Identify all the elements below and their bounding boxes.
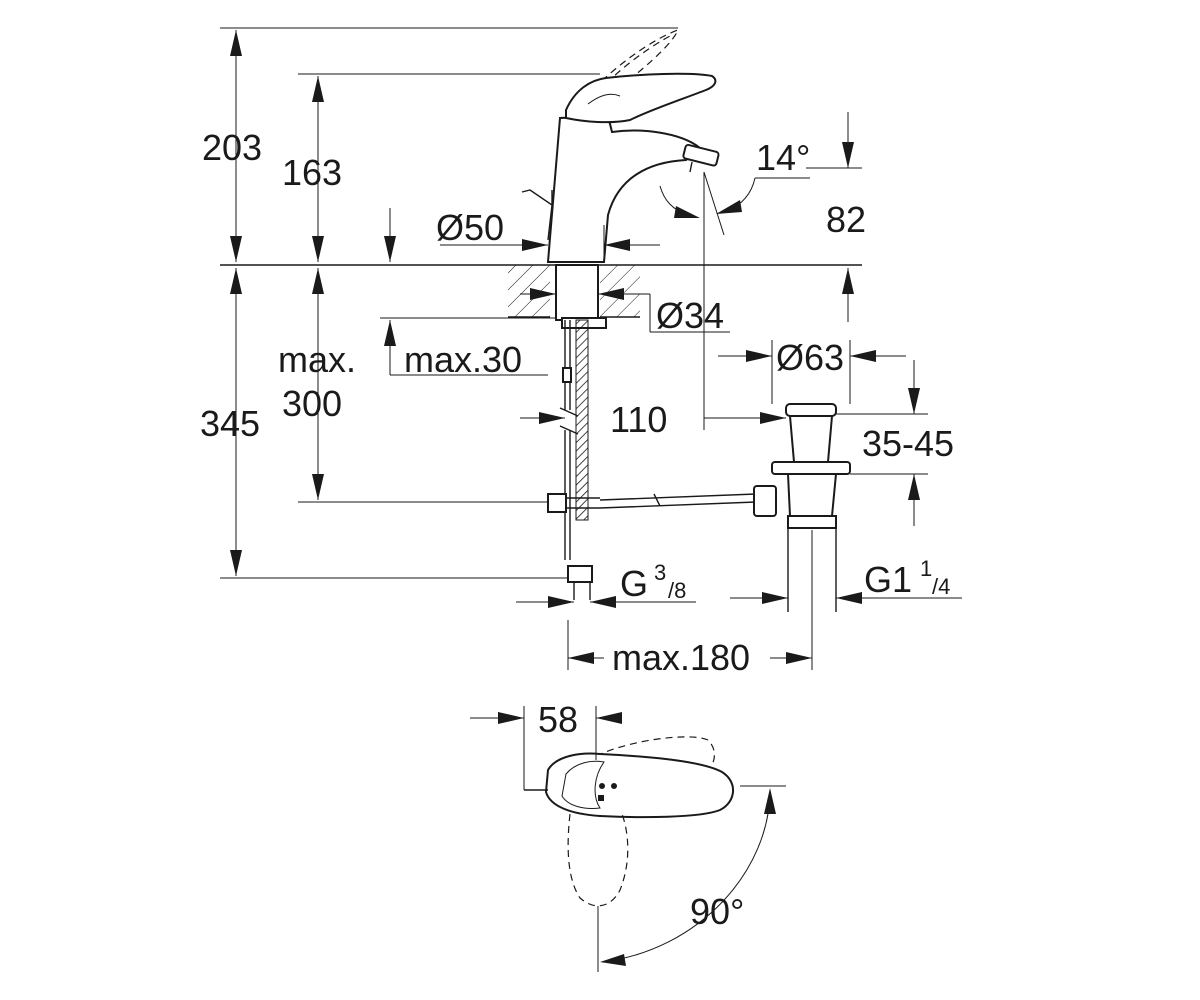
label-thread-g-sup: 3 [654, 560, 666, 585]
faucet-top-body [544, 752, 734, 819]
faucet-lever [565, 72, 717, 124]
label-diam-63: Ø63 [776, 337, 844, 378]
label-diam-34: Ø34 [656, 295, 724, 336]
label-thread-g: G [620, 563, 648, 604]
label-angle-14: 14° [756, 137, 810, 178]
label-angle-90: 90° [690, 891, 744, 932]
label-58: 58 [538, 699, 578, 740]
connector-nut [567, 565, 593, 583]
lever-swung-ghost [567, 813, 629, 907]
top-view [470, 706, 786, 972]
label-thread-g1-sup: 1 [920, 556, 932, 581]
shank [555, 264, 599, 321]
label-thread-g1: G1 [864, 559, 912, 600]
popup-linkage [548, 493, 757, 509]
label-82: 82 [826, 199, 866, 240]
label-max-180: max.180 [612, 637, 750, 678]
aerator [682, 143, 720, 167]
label-300: 300 [282, 383, 342, 424]
label-max-30: max.30 [404, 339, 522, 380]
label-345: 345 [200, 403, 260, 444]
lever-top-ghost [595, 736, 716, 777]
popup-rod [521, 189, 553, 241]
hose-right [575, 319, 589, 521]
label-thread-g-sub: /8 [668, 578, 686, 603]
label-163: 163 [282, 152, 342, 193]
side-view [220, 27, 962, 670]
dimension-labels: 203 163 Ø50 14° 82 Ø34 max. 300 max.30 3… [200, 127, 954, 932]
label-diam-50: Ø50 [436, 207, 504, 248]
label-110: 110 [610, 399, 667, 440]
label-35-45: 35-45 [862, 423, 954, 464]
faucet-body [546, 114, 702, 263]
label-thread-g1-sub: /4 [932, 574, 950, 599]
waste-valve [753, 403, 851, 612]
label-max: max. [278, 339, 356, 380]
label-203: 203 [202, 127, 262, 168]
